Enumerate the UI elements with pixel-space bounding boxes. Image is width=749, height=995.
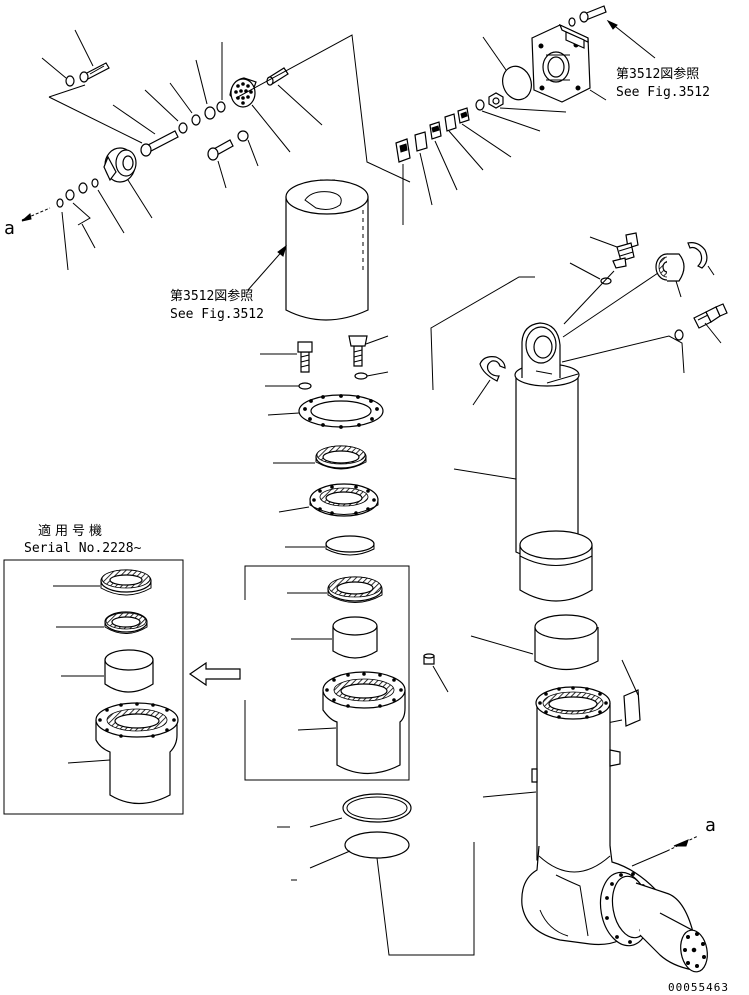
serial-bushing [104, 649, 154, 693]
small-washer-2 [78, 182, 88, 194]
bolt-top-left [79, 62, 110, 83]
serial-box [3, 559, 184, 815]
o-ring-lower-2 [344, 831, 410, 859]
pin [266, 67, 289, 86]
cylinder-collar [519, 530, 593, 602]
lower-o-rings [277, 793, 475, 956]
flange-ring [298, 394, 384, 429]
flanged-bearing [309, 483, 379, 517]
bolt-center-left [297, 341, 313, 373]
snap-ring-right [687, 242, 708, 269]
bearing-ring [315, 445, 367, 470]
bolt-top-right [579, 5, 607, 23]
o-ring-top [502, 65, 532, 101]
label-plate [623, 689, 641, 727]
hub-fitting [103, 147, 137, 183]
bolt-center-right [348, 335, 368, 367]
washer-fitting-right [674, 329, 684, 341]
arrow-ref-top [606, 19, 656, 59]
washer-b [191, 114, 201, 126]
serial-bearing-1 [100, 569, 152, 596]
top-right-hardware-group [235, 5, 656, 225]
washer-c [204, 106, 216, 120]
top-left-hardware-group [21, 29, 323, 271]
o-ring-lower-1 [342, 793, 412, 823]
marker-a-right: a [705, 815, 716, 836]
small-washer-3 [65, 189, 75, 201]
drawing-number: 00055463 [668, 981, 729, 994]
box-housing [322, 671, 406, 774]
king-pin-cylinder [514, 322, 580, 561]
plug-bolt [423, 653, 435, 665]
small-washer-1 [91, 178, 99, 188]
washer-center-right [354, 372, 368, 380]
washer-top-right [568, 17, 576, 27]
shim-5 [457, 107, 470, 124]
bearing-bushing-right [655, 253, 685, 282]
serial-housing [95, 702, 179, 804]
center-stack [260, 335, 389, 556]
ref-label-top-en: See Fig.3512 [616, 85, 710, 100]
spindle-flange [599, 871, 701, 971]
arrow-ref-mid [247, 244, 287, 291]
shim-1 [395, 138, 411, 163]
ref-label-mid-en: See Fig.3512 [170, 307, 264, 322]
washer-top-left [65, 75, 75, 87]
grease-fitting-right [693, 303, 728, 329]
washer-a [178, 122, 188, 134]
box-bushing [332, 616, 378, 659]
marker-a-left: a [4, 218, 15, 239]
long-bolt [140, 130, 179, 157]
arrow-a-left [21, 207, 51, 222]
ref-label-top-jp: 第3512図参照 [616, 67, 700, 82]
hub-end [680, 929, 708, 973]
washer-center-left [298, 382, 312, 390]
small-washer-4 [56, 198, 64, 208]
serial-label-en: Serial No.2228~ [24, 541, 142, 556]
arrow-serial-to-center [188, 661, 241, 687]
center-boxed-assembly [244, 565, 449, 781]
perforated-cap [229, 77, 257, 108]
ref-label-mid-jp: 第3512図参照 [170, 289, 254, 304]
shim-3 [429, 121, 442, 140]
thin-ring [325, 535, 375, 556]
serial-label-jp: 適用号機 [38, 524, 107, 539]
washer-nut [475, 99, 485, 111]
cylinder-cover [247, 179, 369, 321]
snap-ring-left [479, 356, 506, 382]
washer-bolt [237, 130, 249, 142]
valve-block [531, 23, 591, 103]
right-steering-assembly [430, 232, 728, 973]
box-bearing-ring [327, 576, 383, 603]
lower-bushing [534, 614, 599, 670]
shim-2 [414, 131, 428, 152]
washer-d [216, 101, 226, 113]
shim-4 [444, 113, 457, 132]
grease-fitting-top [612, 232, 639, 269]
serial-bearing-2 [104, 611, 148, 634]
hex-bolt [207, 139, 234, 161]
arrow-a-right [631, 835, 699, 867]
nut [488, 92, 504, 109]
